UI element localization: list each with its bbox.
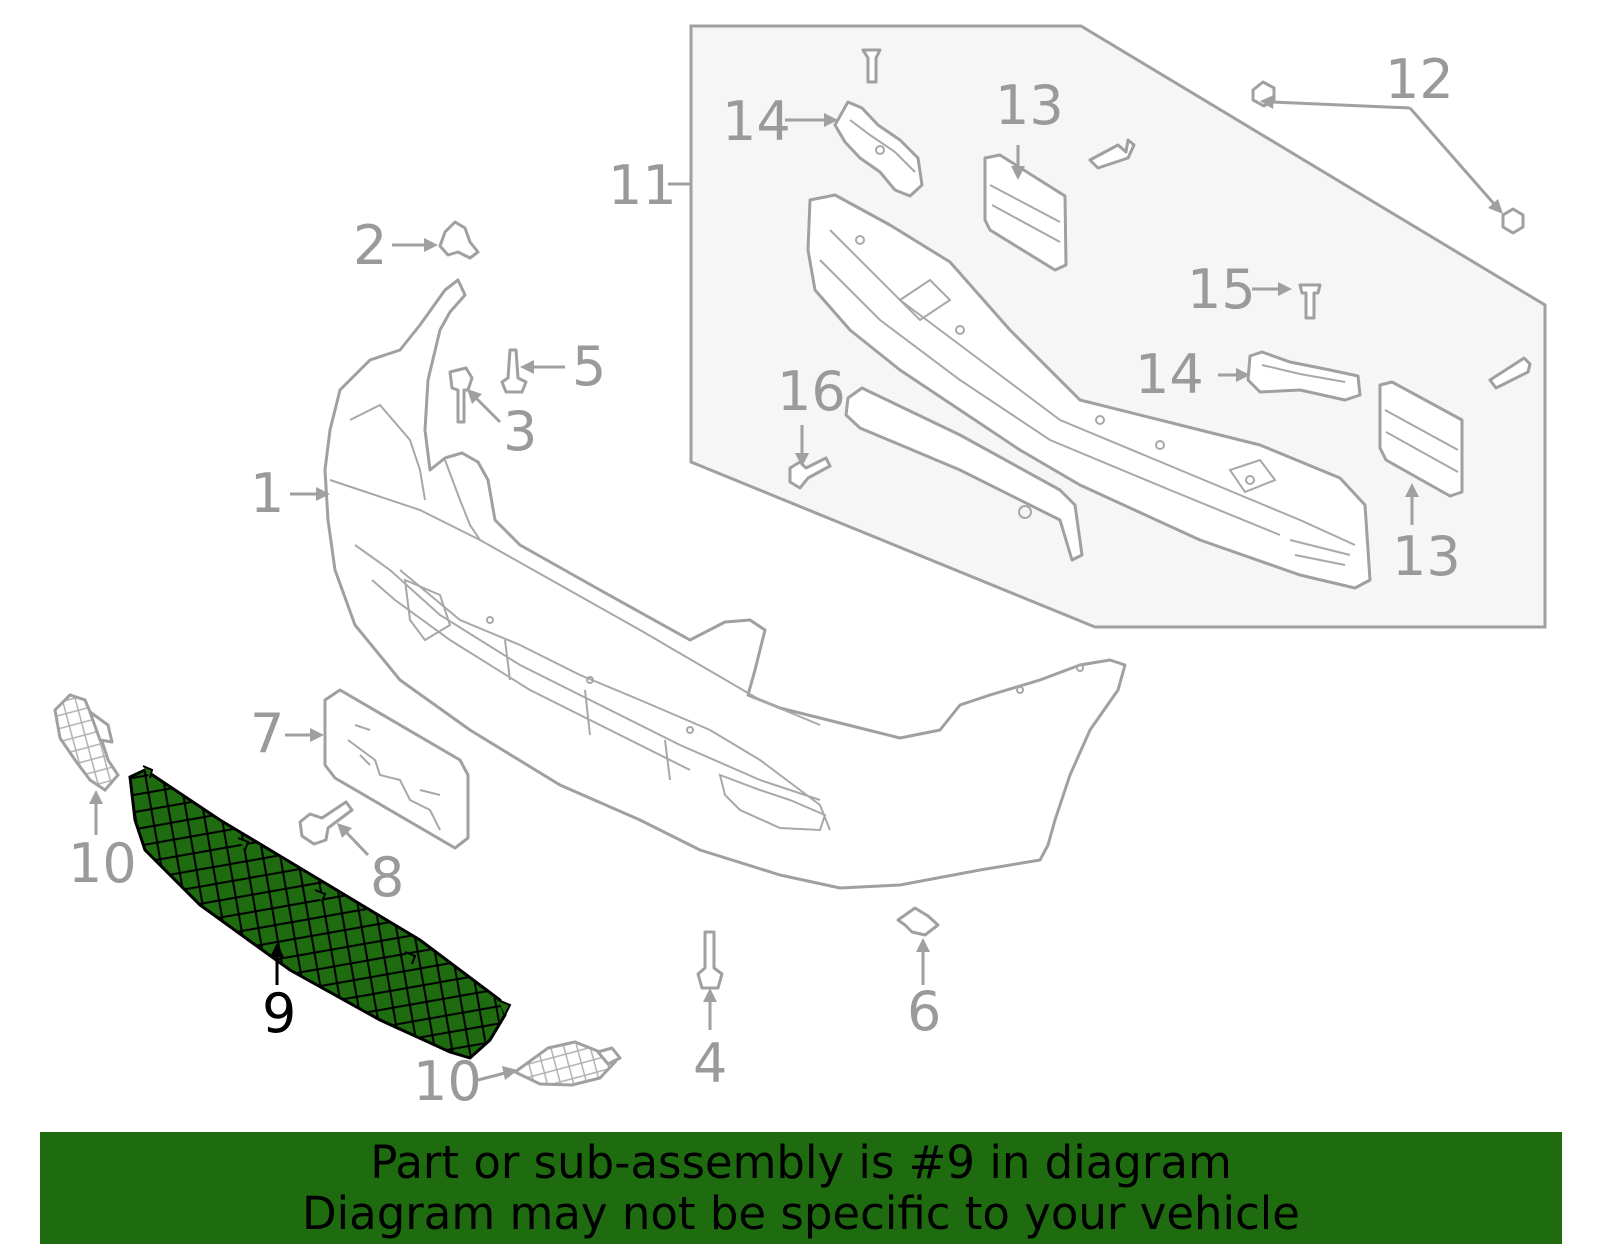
callout-16: 16 (777, 360, 846, 423)
callout-9: 9 (262, 982, 296, 1045)
energy-absorber-16 (844, 386, 1084, 562)
callout-5: 5 (572, 335, 606, 398)
clip-6 (896, 906, 940, 937)
callout-6: 6 (907, 980, 941, 1043)
callout-1: 1 (250, 462, 284, 525)
mounting-plate-13-lower (1378, 380, 1464, 498)
lower-grille-9-highlighted (128, 765, 512, 1060)
leader-lines (89, 95, 1503, 1082)
callout-labels: 1 2 3 4 5 6 7 8 9 10 10 11 12 13 13 14 1… (68, 48, 1461, 1113)
banner-line-disclaimer: Diagram may not be specific to your vehi… (302, 1187, 1300, 1240)
bumper-reinforcement-beam (806, 193, 1372, 590)
side-grille-10-left (53, 693, 120, 792)
callout-10-right: 10 (413, 1050, 482, 1113)
license-bracket-7 (323, 688, 470, 850)
bracket-14-lower (1246, 350, 1362, 402)
callout-14-lower: 14 (1135, 343, 1204, 406)
callout-13-lower: 13 (1392, 525, 1461, 588)
callout-15: 15 (1187, 258, 1256, 321)
bolt-8 (298, 800, 354, 846)
bolt-3 (448, 366, 474, 424)
callout-8: 8 (370, 846, 404, 909)
callout-2: 2 (353, 214, 387, 277)
banner-line-part: Part or sub-assembly is #9 in diagram (370, 1136, 1232, 1189)
callout-11: 11 (608, 154, 677, 217)
callout-12: 12 (1385, 48, 1454, 111)
bracket-14-upper (833, 100, 924, 198)
bolt-4 (696, 930, 724, 990)
clip-2 (438, 220, 480, 260)
callout-13-upper: 13 (995, 74, 1064, 137)
callout-3: 3 (503, 400, 537, 463)
side-grille-10-right (512, 1040, 622, 1087)
mounting-plate-13-upper (983, 153, 1068, 272)
info-banner: Part or sub-assembly is #9 in diagram Di… (40, 1132, 1562, 1244)
callout-10-left: 10 (68, 832, 137, 895)
callout-7: 7 (250, 702, 284, 765)
bumper-cover-1 (323, 278, 1127, 890)
callout-14-upper: 14 (722, 90, 791, 153)
screw-5 (500, 348, 528, 394)
callout-4: 4 (693, 1032, 727, 1095)
